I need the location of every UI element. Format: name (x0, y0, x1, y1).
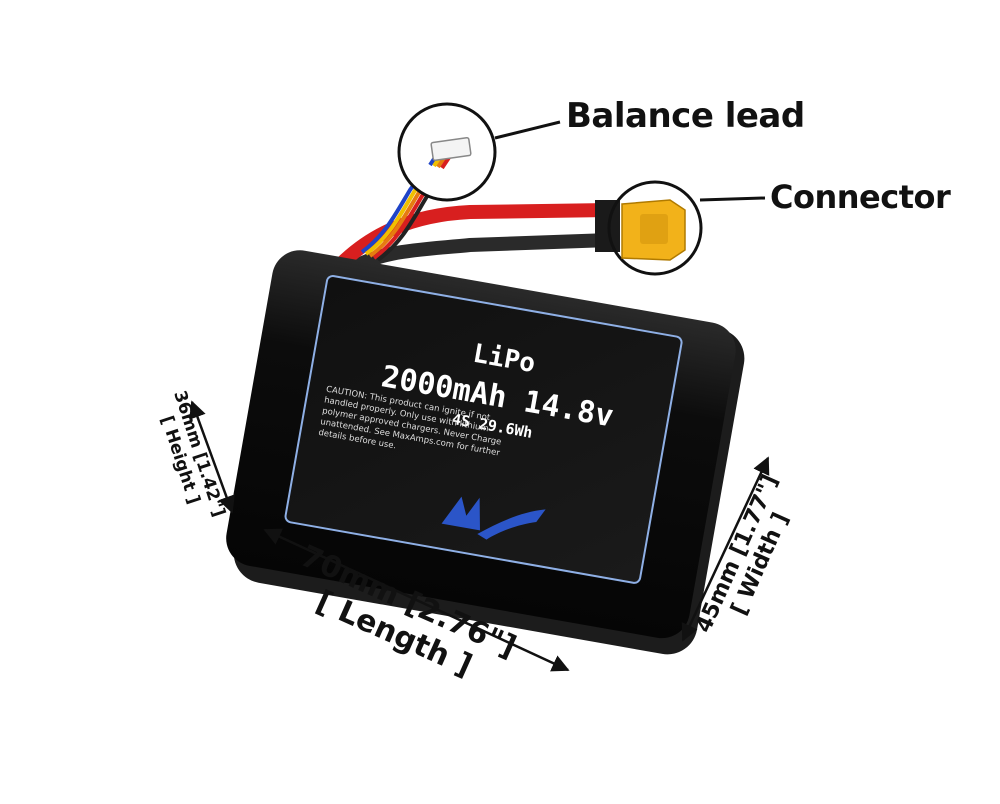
connector-callout-circle (607, 180, 703, 276)
width-arrow (681, 456, 770, 642)
height-arrow (189, 400, 235, 514)
length-arrow (263, 528, 570, 672)
balance-lead-label: Balance lead (566, 96, 805, 136)
balance-lead-plug (397, 102, 561, 202)
connector-label: Connector (770, 178, 951, 216)
xt-connector (595, 180, 766, 276)
